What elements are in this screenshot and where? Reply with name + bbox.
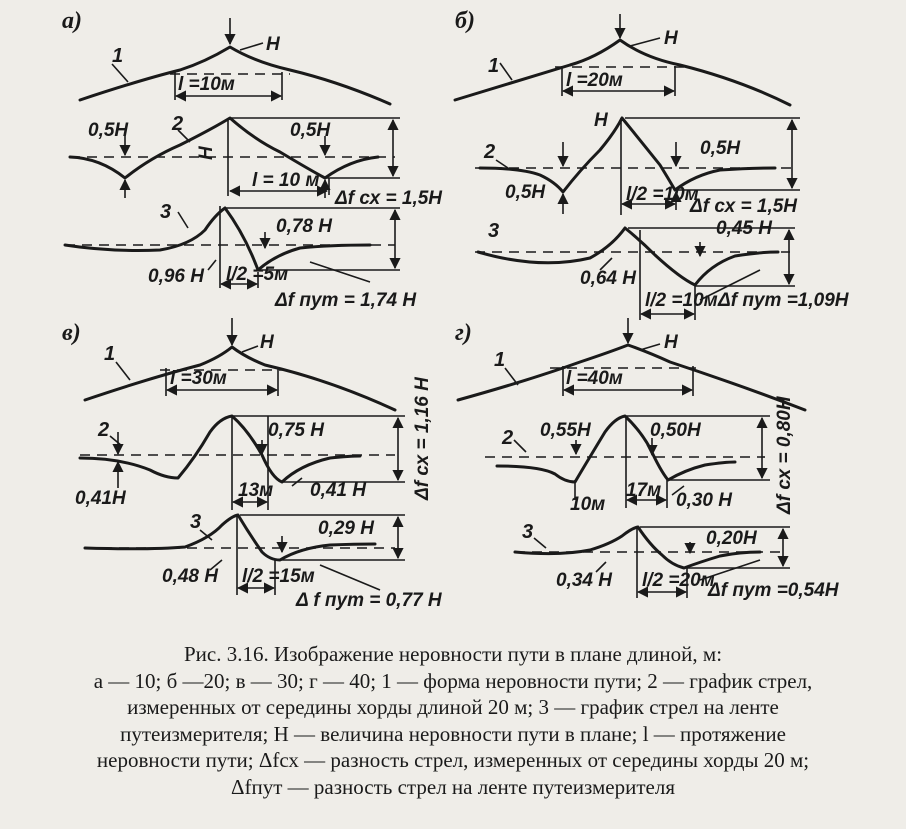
- panel-b-curve2-number: 2: [483, 141, 495, 163]
- panel-b-length-label: l =20м: [566, 70, 623, 91]
- panel-b-c3-left-label: 0,64 H: [580, 268, 637, 289]
- panel-v-c2-length-label: 13м: [238, 480, 273, 501]
- panel-a-H-vertical: H: [196, 145, 217, 160]
- caption-line-4: путеизмерителя; H — величина неровности …: [120, 721, 786, 746]
- panel-v-letter: в): [62, 320, 81, 346]
- panel-a-c2-left-label: 0,5H: [88, 120, 129, 141]
- panel-a-curve3-number: 3: [160, 201, 171, 223]
- panel-g-chord-graph: 2 0,55H 0,50H 0,30 H 10м 17м Δf сх = 0,8…: [485, 395, 795, 515]
- panel-g-c2-right-label: 0,50H: [650, 420, 702, 441]
- panel-g-irregularity-shape: 1 H l =40м: [456, 318, 807, 412]
- panel-a-c3-length-label: l/2 =5м: [226, 264, 288, 285]
- panel-g-c2-length1-label: 10м: [570, 494, 605, 515]
- panel-v-curve1-number: 1: [104, 343, 115, 365]
- panel-g-c3-length-label: l/2 =20м: [642, 570, 715, 591]
- panel-a: а) 1 H l =10м: [62, 8, 443, 311]
- panel-a-c3-right-label: 0,78 H: [276, 216, 333, 237]
- panel-v-c2-right2-label: 0,41 H: [310, 480, 367, 501]
- panel-b-letter: б): [455, 8, 475, 34]
- panel-v-curve2-number: 2: [97, 419, 109, 441]
- caption-line-5: неровности пути; Δfсх — разность стрел, …: [96, 748, 810, 772]
- panel-v-tape-graph: 3 0,48 H 0,29 H l/2 =15м Δ f пут = 0,77 …: [83, 511, 443, 611]
- panel-b-curve3-number: 3: [488, 220, 499, 242]
- panel-a-c2-length-label: l = 10 м: [252, 170, 319, 191]
- panel-v: в) 1 H l =30м: [62, 318, 443, 611]
- panel-g-length-label: l =40м: [566, 368, 623, 389]
- panel-g-c2-length2-label: 17м: [626, 480, 661, 501]
- panel-b-c2-length-label: l/2 =10м: [626, 184, 699, 205]
- caption-line-1: Рис. 3.16. Изображение неровности пути в…: [183, 642, 723, 666]
- panel-b-irregularity-shape: 1 H l =20м: [453, 14, 792, 107]
- panel-g-tape-graph: 3 0,34 H 0,20H l/2 =20м Δf пут =0,54H: [513, 521, 840, 601]
- panel-g-letter: г): [455, 320, 472, 346]
- panel-a-chord-graph: 2 H 0,5H 0,5H l = 10 м Δf сх = 1,5H: [68, 113, 443, 209]
- panel-b-c2-diff-label: Δf сх = 1,5H: [689, 196, 798, 217]
- panel-b-c2-left-label: 0,5H: [505, 182, 546, 203]
- panel-v-c2-right-label: 0,75 H: [268, 420, 325, 441]
- panel-v-irregularity-shape: 1 H l =30м: [83, 318, 397, 412]
- panel-a-curve2-number: 2: [171, 113, 183, 135]
- panel-v-length-label: l =30м: [170, 368, 227, 389]
- track-irregularity-figure: а) 1 H l =10м: [62, 8, 850, 611]
- panel-b-H-vertical: H: [594, 110, 609, 131]
- panel-b-c3-diff-label: Δf пут =1,09H: [717, 290, 850, 311]
- panel-v-c3-length-label: l/2 =15м: [242, 566, 315, 587]
- panel-a-c3-left-label: 0,96 H: [148, 266, 205, 287]
- panel-a-irregularity-shape: 1 H l =10м: [78, 18, 392, 106]
- panel-b-chord-graph: 2 H 0,5H 0,5H l/2 =10м Δf сх = 1,5H: [475, 110, 800, 217]
- panel-g-curve3-number: 3: [522, 521, 533, 543]
- panel-a-length-label: l =10м: [178, 74, 235, 95]
- panel-g-curve2-number: 2: [501, 427, 513, 449]
- panel-a-letter: а): [62, 8, 82, 34]
- caption-line-2: а — 10; б —20; в — 30; г — 40; 1 — форма…: [93, 668, 813, 693]
- panel-b-tape-graph: 3 0,64 H 0,45 H l/2 =10м Δf пут =1,09H: [475, 218, 850, 320]
- panel-g-H-label: H: [664, 332, 679, 353]
- panel-b-c3-right-label: 0,45 H: [716, 218, 773, 239]
- panel-v-H-label: H: [260, 332, 275, 353]
- panel-b-curve1-number: 1: [488, 55, 499, 77]
- panel-g-c3-diff-label: Δf пут =0,54H: [707, 580, 840, 601]
- panel-g: г) 1 H l =40м: [455, 318, 840, 601]
- caption-line-3: измеренных от середины хорды длиной 20 м…: [127, 695, 779, 719]
- panel-a-H-label: H: [266, 34, 281, 55]
- panel-b: б) 1 H l =20м 2: [453, 8, 850, 320]
- panel-a-curve1-number: 1: [112, 45, 123, 67]
- panel-v-c2-left-label: 0,41H: [75, 488, 127, 509]
- panel-v-c3-diff-label: Δ f пут = 0,77 H: [295, 590, 443, 611]
- panel-a-c2-right-label: 0,5H: [290, 120, 331, 141]
- panel-a-c3-diff-label: Δf пут = 1,74 H: [274, 290, 417, 311]
- panel-b-H-label: H: [664, 28, 679, 49]
- panel-g-c2-left-label: 0,55H: [540, 420, 592, 441]
- panel-g-c2-right2-label: 0,30 H: [676, 490, 733, 511]
- panel-g-c2-diff-label: Δf сх = 0,80H: [774, 395, 795, 515]
- panel-g-c3-right-label: 0,20H: [706, 528, 758, 549]
- caption-line-6: Δfпут — разность стрел на ленте путеизме…: [231, 774, 675, 799]
- panel-b-c3-length-label: l/2 =10м: [645, 290, 718, 311]
- panel-v-chord-graph: 2 0,41H 0,75 H 0,41 H 13м Δf сх = 1,16 H: [75, 376, 433, 510]
- figure-caption: Рис. 3.16. Изображение неровности пути в…: [0, 641, 906, 800]
- panel-v-c3-left-label: 0,48 H: [162, 566, 219, 587]
- panel-a-c2-diff-label: Δf сх = 1,5H: [334, 188, 443, 209]
- panel-b-c2-right-label: 0,5H: [700, 138, 741, 159]
- panel-a-tape-graph: 3 0,96 H 0,78 H l/2 =5м Δf пут = 1,74 H: [63, 201, 417, 311]
- panel-g-curve1-number: 1: [494, 349, 505, 371]
- panel-v-c3-right-label: 0,29 H: [318, 518, 375, 539]
- panel-v-c2-diff-label: Δf сх = 1,16 H: [412, 376, 433, 501]
- panel-v-curve3-number: 3: [190, 511, 201, 533]
- panel-g-c3-left-label: 0,34 H: [556, 570, 613, 591]
